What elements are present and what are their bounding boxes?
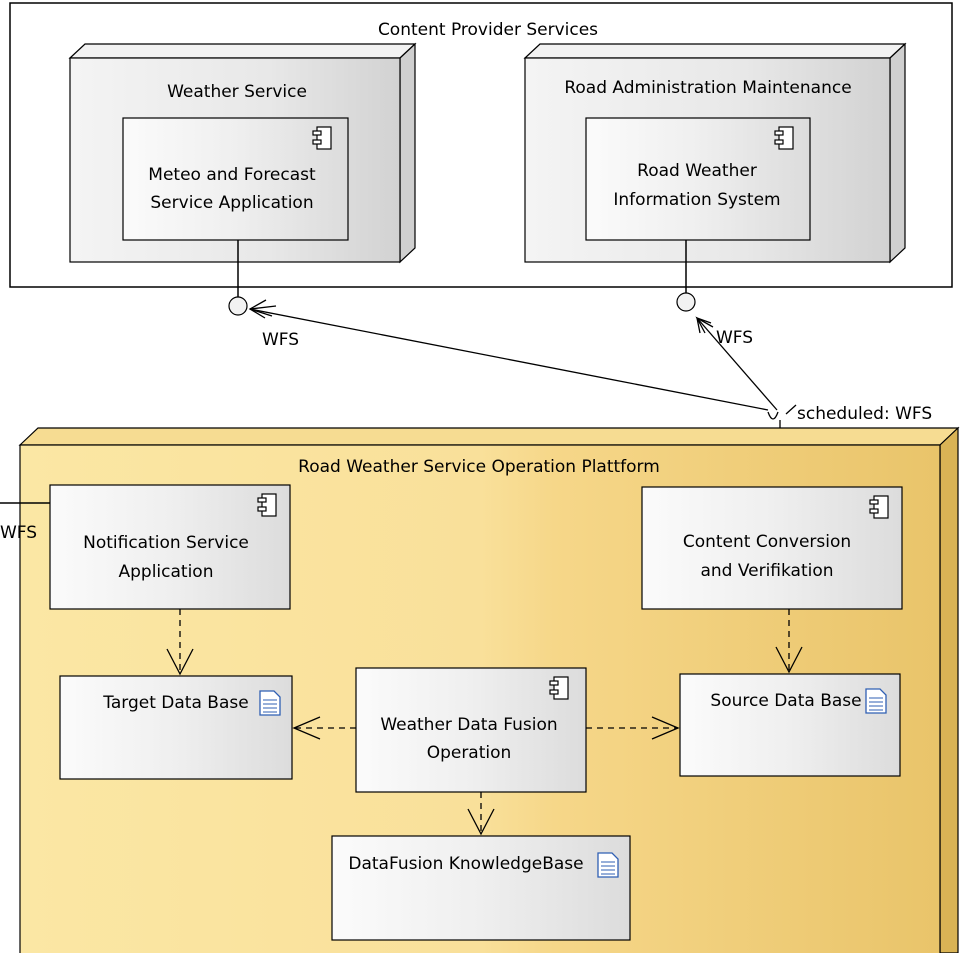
content-conversion-component[interactable]: Content Conversion and Verifikation <box>641 486 903 610</box>
scheduled-wfs-connector <box>248 299 797 487</box>
dependency-fusion-to-source <box>586 716 680 740</box>
dependency-fusion-to-knowledgebase <box>467 792 495 836</box>
component-icon <box>869 495 889 519</box>
component-icon <box>774 126 794 150</box>
wfs-label-left: WFS <box>262 330 299 350</box>
content-provider-title: Content Provider Services <box>378 20 598 40</box>
weather-data-fusion-component[interactable]: Weather Data Fusion Operation <box>355 667 587 793</box>
source-database[interactable]: Source Data Base <box>679 673 901 777</box>
conversion-line1: Content Conversion <box>683 532 851 552</box>
knowledgebase-label: DataFusion KnowledgeBase <box>348 854 583 874</box>
meteo-forecast-line1: Meteo and Forecast <box>148 165 316 185</box>
dependency-fusion-to-target <box>292 716 356 740</box>
source-db-label: Source Data Base <box>710 691 861 711</box>
notification-service-component[interactable]: Notification Service Application <box>49 484 291 610</box>
component-icon <box>312 126 332 150</box>
component-icon <box>257 493 277 517</box>
document-icon <box>865 688 887 714</box>
meteo-forecast-component[interactable]: Meteo and Forecast Service Application <box>122 117 349 241</box>
target-database[interactable]: Target Data Base <box>59 675 293 780</box>
notification-line1: Notification Service <box>83 533 249 553</box>
meteo-forecast-line2: Service Application <box>150 193 313 213</box>
wfs-interface-right: WFS <box>676 240 753 348</box>
road-weather-line2: Information System <box>613 190 780 210</box>
wfs-edge-label: WFS <box>0 523 37 543</box>
wfs-interface-left: WFS <box>228 240 299 350</box>
road-weather-line1: Road Weather <box>637 161 757 181</box>
fusion-line1: Weather Data Fusion <box>380 715 557 735</box>
document-icon <box>259 690 281 716</box>
dependency-conversion-to-source <box>775 609 803 674</box>
component-icon <box>549 676 569 700</box>
road-admin-title: Road Administration Maintenance <box>564 78 851 98</box>
target-db-label: Target Data Base <box>102 693 248 713</box>
document-icon <box>597 852 619 878</box>
weather-service-title: Weather Service <box>167 82 307 102</box>
knowledgebase-database[interactable]: DataFusion KnowledgeBase <box>331 835 631 941</box>
dependency-notification-to-target <box>166 609 194 676</box>
platform-title: Road Weather Service Operation Plattform <box>298 457 660 477</box>
fusion-line2: Operation <box>427 743 512 763</box>
conversion-line2: and Verifikation <box>700 561 833 581</box>
notification-line2: Application <box>119 562 214 582</box>
scheduled-wfs-label: scheduled: WFS <box>797 404 932 424</box>
road-weather-info-component[interactable]: Road Weather Information System <box>585 117 811 241</box>
external-wfs-interface: WFS <box>0 502 50 543</box>
wfs-label-right: WFS <box>716 328 753 348</box>
